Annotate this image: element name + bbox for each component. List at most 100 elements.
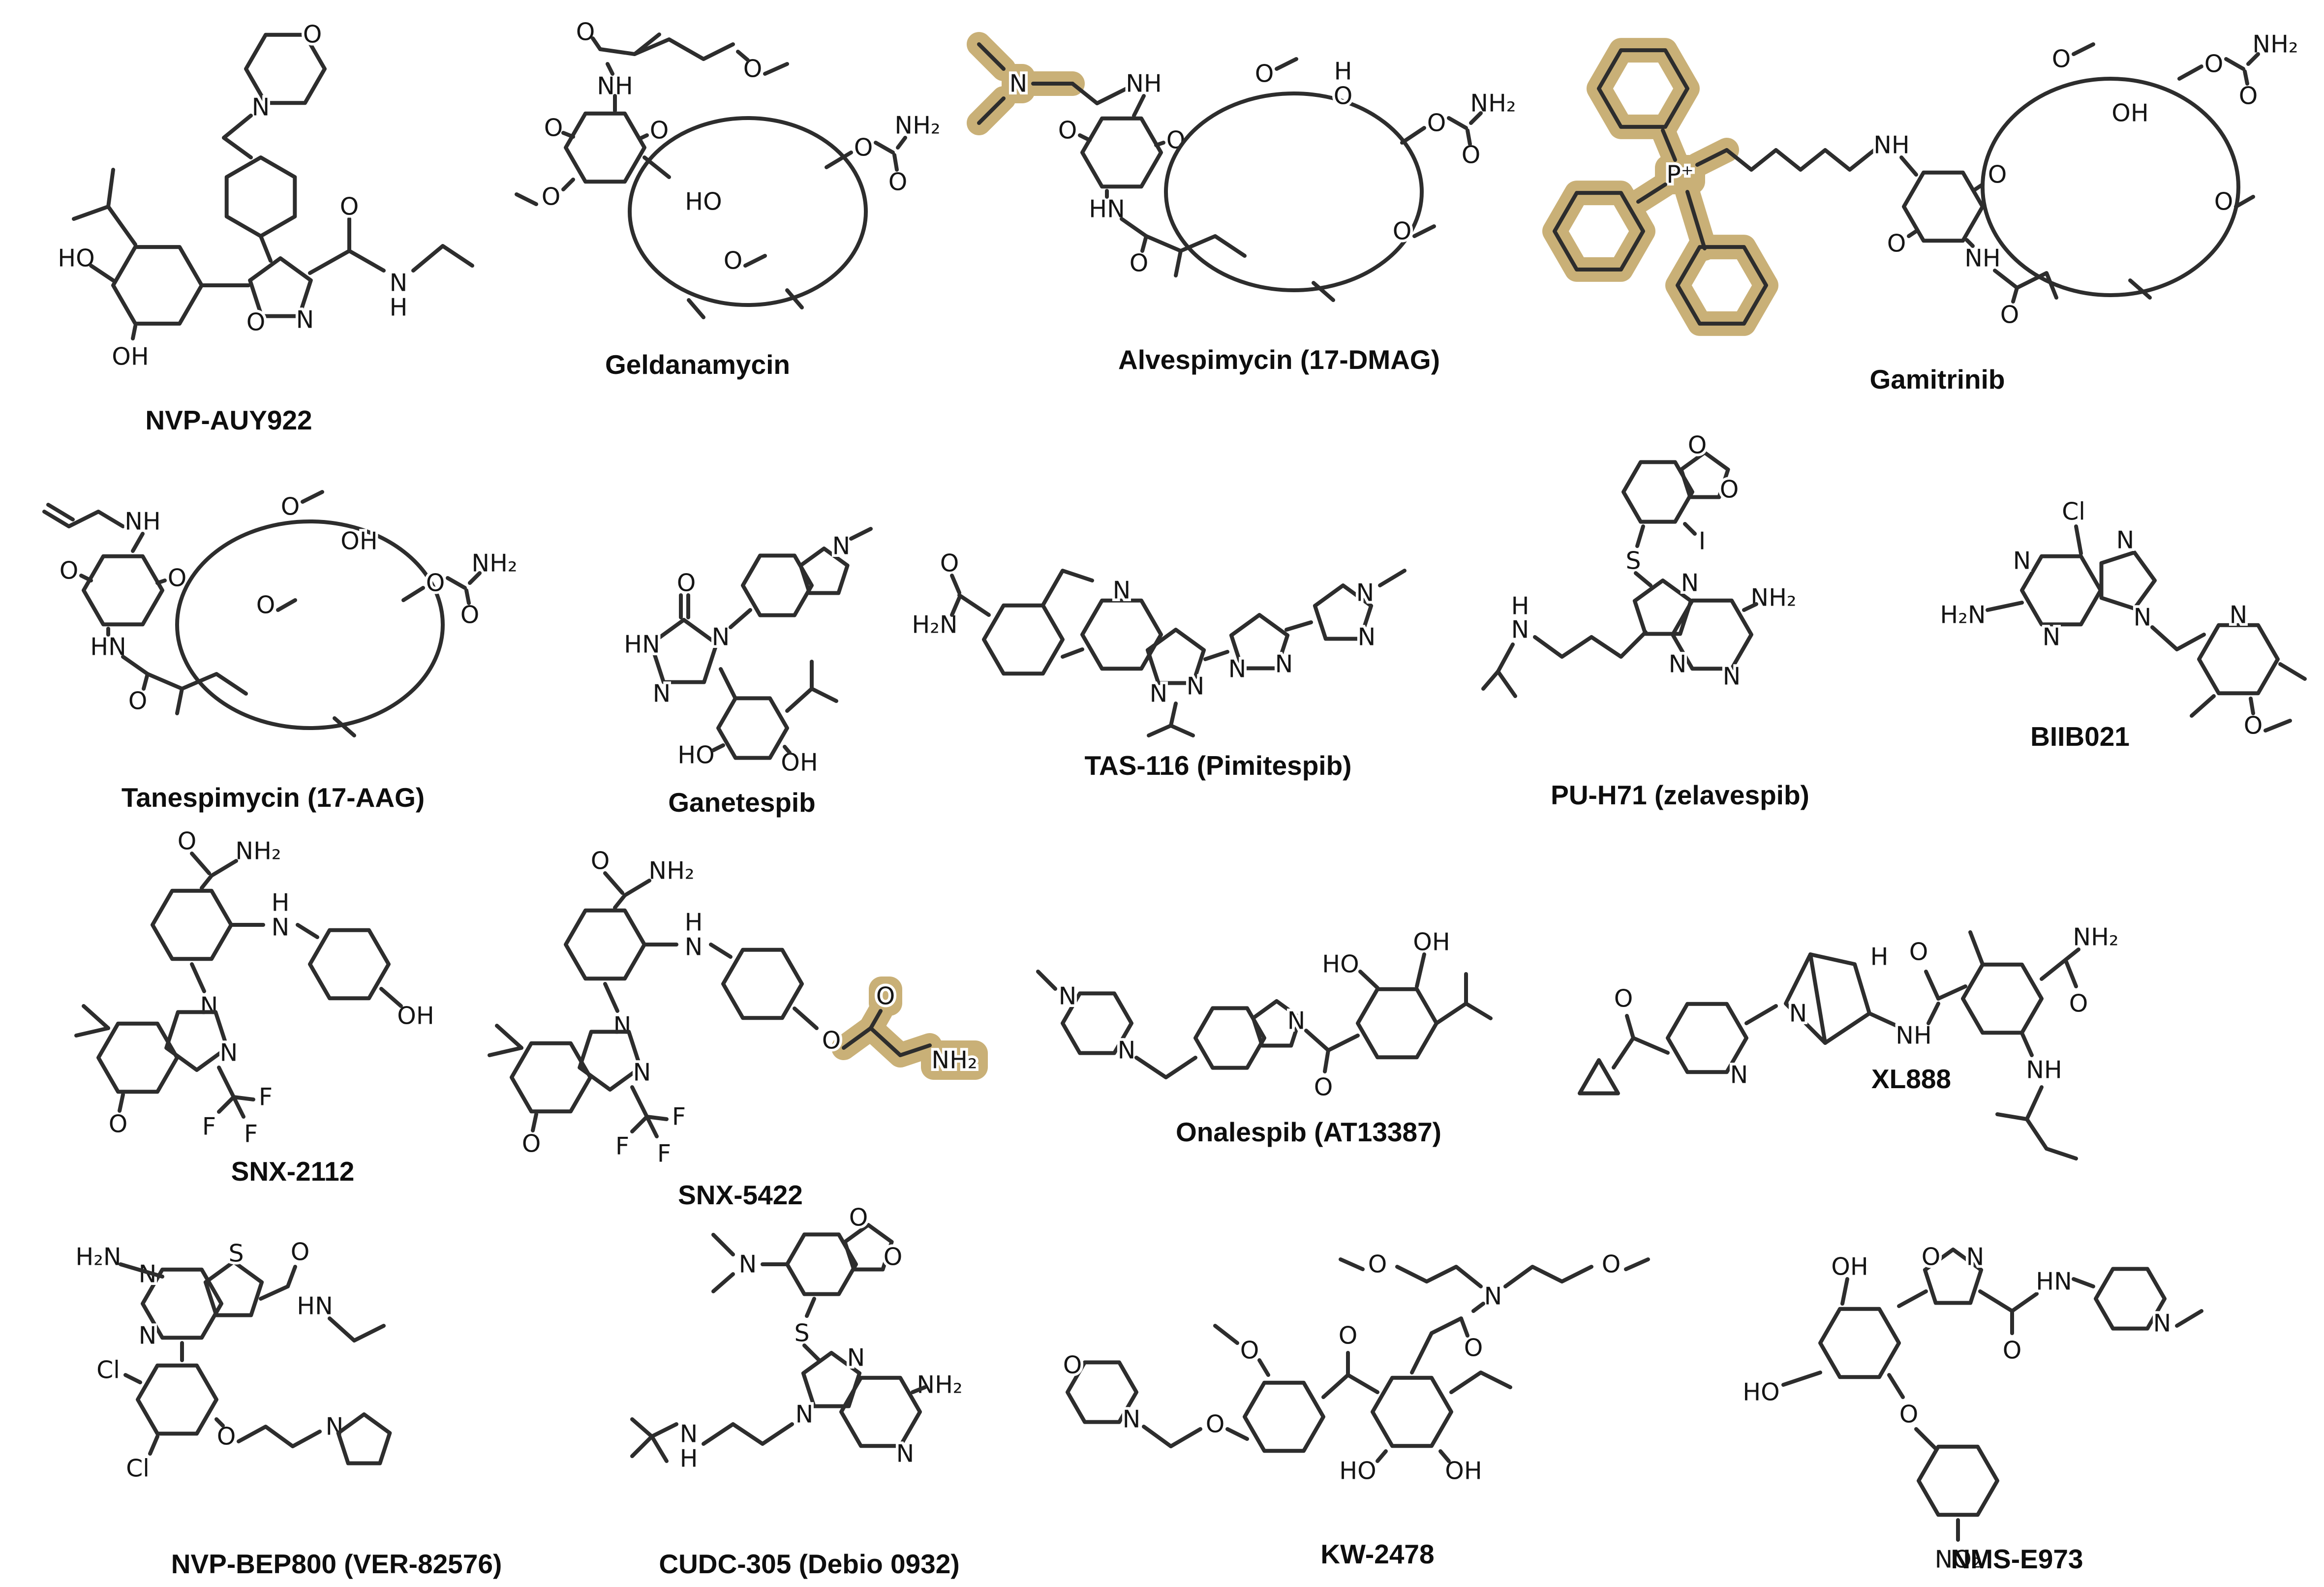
bond [1154,141,1165,147]
atom-label: O [460,601,480,629]
bond [401,586,425,602]
atom-label: NH₂ [931,1046,977,1074]
atom-label: N [712,623,730,651]
atom-label: N [252,93,270,122]
atom-label: O [544,114,563,142]
bond [1469,111,1483,125]
bond [464,588,471,606]
bond [1070,82,1129,105]
compound-label-xl888: XL888 [1871,1064,1952,1094]
bond [1840,1277,1849,1306]
bond [561,131,575,139]
bond [650,1434,669,1463]
bond [89,264,115,282]
bond [950,596,961,617]
bond [633,37,735,61]
compound-label-nms-e973: NMS-E973 [1951,1544,2083,1574]
bond [42,510,71,528]
atom-label: NH₂ [648,857,694,885]
atom-label: N [1789,1000,1807,1028]
bond [328,1316,386,1343]
bond [286,1265,297,1288]
atom-label: O [876,982,895,1010]
atom-label: N [139,1260,157,1288]
atom-label: NH [124,508,161,536]
bond [259,1284,290,1301]
bond [1867,1011,1898,1028]
bond [2074,524,2083,555]
bond [1376,1449,1388,1463]
atom-label: S [228,1240,244,1268]
atom-label: N [1059,982,1077,1010]
atom-label: NH [2026,1056,2062,1084]
ring [141,1267,223,1340]
bond [598,32,661,56]
bond [2040,957,2068,981]
atom-label: N [2153,1310,2171,1338]
atom-label: O [256,591,275,619]
bond [1978,1289,2014,1313]
atom-label: H [1334,58,1352,86]
atom-label: HN [624,631,660,659]
compound-label-pu-h71: PU-H71 (zelavespib) [1551,780,1809,810]
atom-label: OH [2111,99,2148,127]
atom-label: O [1063,1351,1082,1379]
bond [82,1004,110,1030]
bond [1449,1371,1512,1394]
bond [2064,960,2078,988]
bond [515,192,538,206]
bond [1624,1257,1650,1271]
bond [1936,984,1967,1001]
bond [1685,190,1707,250]
bond [217,1066,236,1099]
bond [72,205,137,247]
atom-label: HN [90,633,126,661]
atom-label: N [1228,655,1247,683]
bond [711,1272,735,1293]
ring [1621,460,1694,524]
bond [190,962,206,993]
bond [892,153,899,172]
atom-label: N [1187,672,1205,701]
atom-label: O [542,183,561,211]
bond [1986,601,2024,612]
ring [308,928,391,1001]
compound-label-ganetespib: Ganetespib [668,787,816,818]
atom-label: HO [1322,950,1359,978]
bond [296,923,319,939]
bond [805,1297,816,1318]
bond [650,1422,678,1438]
atom-label: N [847,1344,865,1372]
atom-label: O [178,827,197,855]
ring [2020,554,2103,627]
bond [119,1262,164,1279]
atom-label: N [1123,1405,1141,1434]
bond [2234,195,2255,209]
compound-label-gamitrinib: Gamitrinib [1869,364,2005,395]
atom-label: O [854,134,873,162]
compound-label-nvp-auy922: NVP-AUY922 [145,405,312,435]
ring [2099,550,2157,611]
atom-label: N [296,306,314,334]
bond [630,1085,649,1119]
atom-label: O [168,564,187,592]
atom-label: HO [58,244,94,273]
atom-label: O [2244,712,2263,740]
atom-label: O [1240,1337,1259,1365]
bond [711,1233,735,1256]
ring [649,618,719,684]
atom-label: O [822,1027,841,1055]
atom-label: O [849,1204,868,1232]
bond [2246,52,2260,66]
atom-label: O [1720,476,1739,504]
bond [2177,64,2203,81]
bond [1203,650,1229,661]
atom-label: O [217,1423,236,1451]
atom-label: O [2003,1337,2022,1365]
